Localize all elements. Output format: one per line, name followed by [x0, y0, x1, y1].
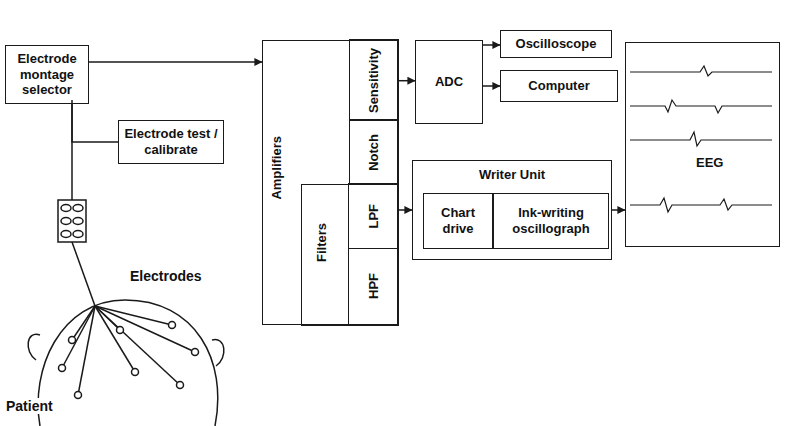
eeg-traces: [630, 66, 772, 212]
amplifier-block: Amplifiers SensitivityNotchFilters LPF HPF: [262, 40, 398, 325]
signal-arrow: [399, 80, 415, 82]
ear: [28, 334, 40, 360]
connector-socket: [61, 218, 71, 225]
node-text: Ink-writing oscillograph: [494, 203, 608, 238]
head-outline: [38, 300, 218, 426]
filter-block: Filters LPF HPF: [301, 184, 399, 326]
node-text: EEG: [696, 155, 723, 171]
test-box: Electrode test / calibrate: [118, 120, 224, 164]
connector-socket: [73, 205, 83, 212]
node-text: LPF: [362, 202, 386, 231]
node-text: Sensitivity: [362, 46, 386, 115]
part-label: Electrodes: [128, 268, 204, 284]
ear: [212, 340, 224, 366]
electrode-connector: [58, 200, 86, 242]
node-text: Computer: [524, 76, 593, 96]
sensitivity-box: Sensitivity: [349, 39, 399, 121]
electrode-wires: [62, 306, 195, 395]
signal-arrow: [483, 85, 500, 87]
hpf-box: HPF: [348, 248, 398, 326]
adc-box: ADC: [415, 40, 483, 124]
lpf-box: LPF: [348, 183, 398, 249]
node-text: Notch: [362, 132, 386, 173]
signal-arrow: [72, 104, 118, 142]
signal-arrow: [612, 209, 625, 211]
writer-part: Chart drive: [423, 193, 493, 249]
node-text: Electrode test / calibrate: [119, 124, 223, 159]
node-text: HPF: [362, 271, 386, 301]
node-text: Filters: [314, 223, 330, 262]
connector-socket: [61, 231, 71, 238]
signal-arrow: [483, 44, 500, 46]
node-text: Writer Unit: [413, 167, 611, 183]
eeg-chart: EEG: [625, 42, 780, 247]
node-text: Chart drive: [424, 203, 492, 238]
signal-arrow: [398, 209, 412, 211]
electrode: [59, 322, 199, 399]
connector-socket: [73, 218, 83, 225]
signal-arrow: [89, 61, 262, 63]
node-text: Oscilloscope: [512, 34, 601, 54]
cable: [72, 242, 95, 306]
node-text: Electrode montage selector: [6, 49, 88, 100]
node-text: Amplifiers: [269, 136, 285, 200]
writer-unit: Writer UnitChart driveInk-writing oscill…: [412, 160, 612, 260]
node-text: ADC: [431, 72, 467, 92]
connector-socket: [61, 205, 71, 212]
output-box: Oscilloscope: [500, 30, 612, 58]
writer-part: Ink-writing oscillograph: [493, 193, 609, 249]
connector-socket: [73, 231, 83, 238]
notch-box: Notch: [349, 119, 399, 185]
part-label: Patient: [4, 398, 55, 414]
selector-box: Electrode montage selector: [5, 45, 89, 104]
output-box: Computer: [500, 70, 618, 102]
